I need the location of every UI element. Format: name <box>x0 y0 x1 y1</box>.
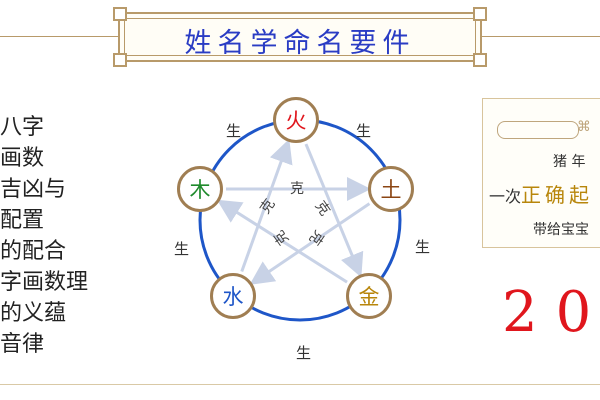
sheng-label: 生 <box>174 240 190 258</box>
page-title: 姓名学命名要件 <box>184 28 416 59</box>
five-elements-diagram: 火 土 金 水 木 生 生 生 生 生 克 克 克 克 克 <box>160 80 450 370</box>
node-fire: 火 <box>273 97 319 143</box>
node-earth: 土 <box>368 166 414 212</box>
control-cycle-star <box>216 138 371 285</box>
sheng-label: 生 <box>415 238 431 256</box>
banner-corner-ornament <box>473 7 487 21</box>
list-item: 吉凶与 <box>0 177 67 202</box>
knot-icon: ⌘ <box>577 119 591 135</box>
list-item: 音律 <box>0 332 45 357</box>
sheng-label: 生 <box>356 122 372 140</box>
card-ornament-bar <box>497 121 579 139</box>
banner-corner-ornament <box>113 7 127 21</box>
list-item: 画数 <box>0 146 45 171</box>
list-item: 字画数理 <box>0 270 89 295</box>
banner-corner-ornament <box>473 53 487 67</box>
card-line-1: 猪 年 <box>553 154 586 170</box>
diagram-lines <box>198 118 402 322</box>
control-arrow <box>240 138 293 273</box>
list-item: 八字 <box>0 115 45 140</box>
control-arrow <box>216 199 348 284</box>
ke-label: 克 <box>290 181 304 197</box>
bottom-rule <box>0 384 600 385</box>
control-arrow <box>304 143 364 278</box>
title-banner: 姓名学命名要件 <box>113 7 487 67</box>
sheng-label: 生 <box>226 122 242 140</box>
node-metal: 金 <box>346 273 392 319</box>
control-arrow <box>249 202 371 285</box>
naming-criteria-list: 八字 画数 吉凶与 配置 的配合 字画数理 的义蕴 音律 <box>0 112 110 360</box>
year-number: 20 <box>502 280 600 345</box>
list-item: 的配合 <box>0 239 67 264</box>
card-line-3: 带给宝宝 <box>533 222 589 238</box>
card-line-2: 一次正确起 <box>489 183 594 207</box>
banner-line-left <box>0 36 118 37</box>
list-item: 的义蕴 <box>0 301 67 326</box>
banner-line-right <box>482 36 600 37</box>
sheng-label: 生 <box>296 344 312 362</box>
banner-corner-ornament <box>113 53 127 67</box>
zodiac-naming-card: ⌘ 猪 年 一次正确起 带给宝宝 <box>482 98 600 248</box>
node-wood: 木 <box>177 166 223 212</box>
node-water: 水 <box>210 273 256 319</box>
list-item: 配置 <box>0 208 45 233</box>
